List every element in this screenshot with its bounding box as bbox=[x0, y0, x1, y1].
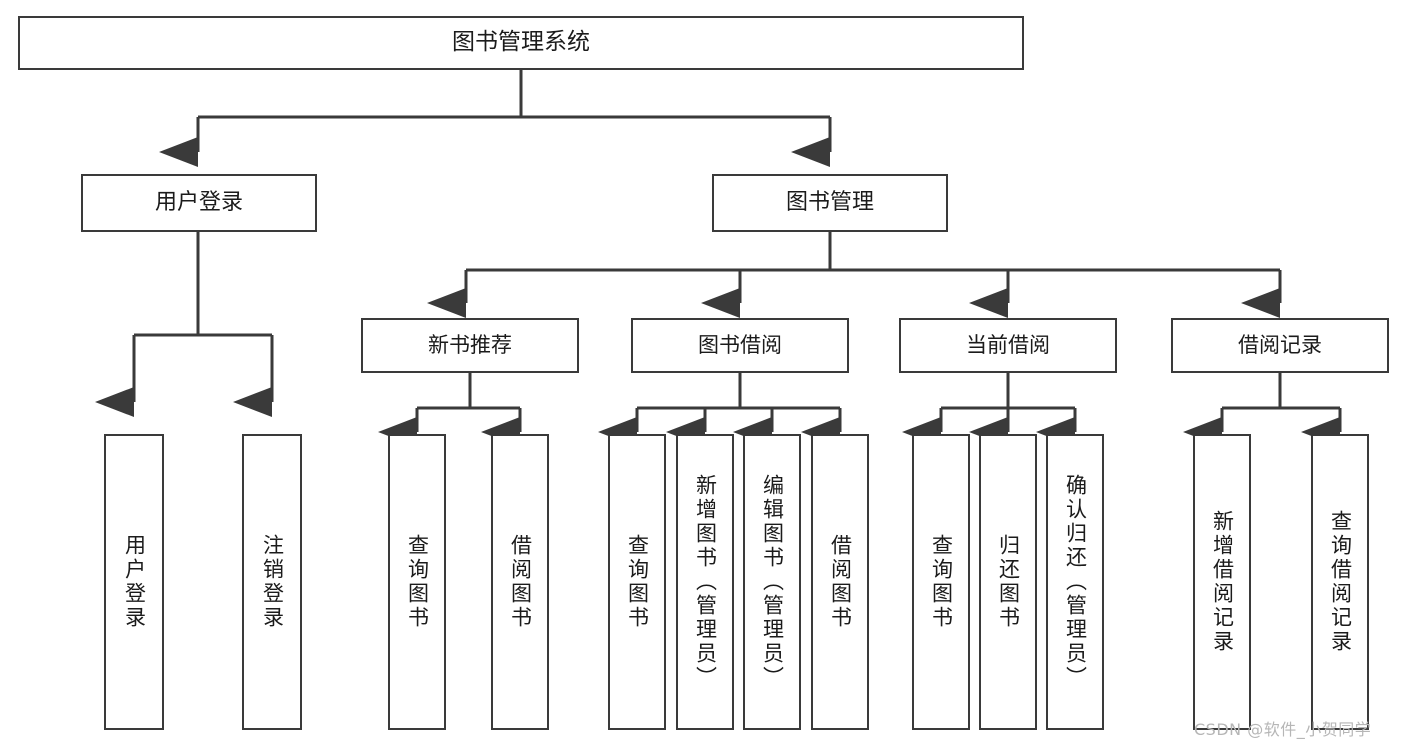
node-current-borrow[interactable]: 当前借阅 bbox=[899, 318, 1117, 373]
csdn-watermark: CSDN @软件_小贺同学 bbox=[1194, 720, 1372, 739]
node-label: 用户登录 bbox=[154, 190, 243, 216]
node-leaf-edit-book[interactable]: 编辑图书（管理员） bbox=[743, 434, 801, 730]
node-label: 借阅图书 bbox=[508, 534, 533, 630]
node-label: 归还图书 bbox=[996, 534, 1021, 630]
node-leaf-query-book-2[interactable]: 查询图书 bbox=[608, 434, 666, 730]
node-label: 确认归还（管理员） bbox=[1063, 474, 1088, 690]
node-leaf-query-book-3[interactable]: 查询图书 bbox=[912, 434, 970, 730]
node-leaf-query-book-1[interactable]: 查询图书 bbox=[388, 434, 446, 730]
node-leaf-borrow-book-2[interactable]: 借阅图书 bbox=[811, 434, 869, 730]
node-leaf-return-book[interactable]: 归还图书 bbox=[979, 434, 1037, 730]
node-leaf-logout-login[interactable]: 注销登录 bbox=[242, 434, 302, 730]
node-borrow-record[interactable]: 借阅记录 bbox=[1171, 318, 1389, 373]
node-label: 查询借阅记录 bbox=[1328, 510, 1353, 654]
node-label: 借阅记录 bbox=[1238, 333, 1322, 358]
node-label: 查询图书 bbox=[405, 534, 430, 630]
node-new-book-recommend[interactable]: 新书推荐 bbox=[361, 318, 579, 373]
node-book-borrow[interactable]: 图书借阅 bbox=[631, 318, 849, 373]
node-leaf-user-login[interactable]: 用户登录 bbox=[104, 434, 164, 730]
node-label: 图书管理 bbox=[785, 190, 874, 216]
node-leaf-add-book[interactable]: 新增图书（管理员） bbox=[676, 434, 734, 730]
node-leaf-confirm-return[interactable]: 确认归还（管理员） bbox=[1046, 434, 1104, 730]
node-leaf-add-record[interactable]: 新增借阅记录 bbox=[1193, 434, 1251, 730]
node-leaf-borrow-book-1[interactable]: 借阅图书 bbox=[491, 434, 549, 730]
node-label: 当前借阅 bbox=[966, 333, 1050, 358]
node-label: 新书推荐 bbox=[428, 333, 512, 358]
node-label: 图书借阅 bbox=[698, 333, 782, 358]
node-label: 借阅图书 bbox=[828, 534, 853, 630]
node-label: 注销登录 bbox=[260, 534, 285, 630]
node-book-management[interactable]: 图书管理 bbox=[712, 174, 948, 232]
node-user-login[interactable]: 用户登录 bbox=[81, 174, 317, 232]
node-root-system[interactable]: 图书管理系统 bbox=[18, 16, 1024, 70]
node-label: 查询图书 bbox=[625, 534, 650, 630]
node-label: 新增借阅记录 bbox=[1210, 510, 1235, 654]
node-label: 查询图书 bbox=[929, 534, 954, 630]
node-label: 用户登录 bbox=[122, 534, 147, 630]
node-label: 图书管理系统 bbox=[452, 29, 590, 56]
node-leaf-query-record[interactable]: 查询借阅记录 bbox=[1311, 434, 1369, 730]
node-label: 新增图书（管理员） bbox=[693, 474, 718, 690]
node-label: 编辑图书（管理员） bbox=[760, 474, 785, 690]
